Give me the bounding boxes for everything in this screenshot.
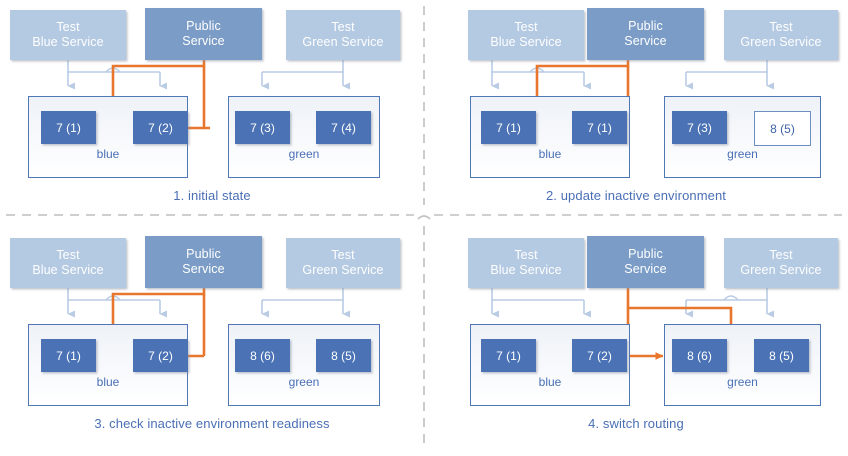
environment-blue-label: blue	[538, 147, 562, 161]
service-test-blue-line2: Blue Service	[32, 263, 104, 277]
instance-green-2[interactable]: 7 (4)	[316, 111, 371, 144]
service-public[interactable]: Public Service	[145, 236, 262, 288]
service-test-green[interactable]: Test Green Service	[724, 10, 838, 60]
instance-green-1[interactable]: 7 (3)	[235, 111, 290, 144]
service-test-blue[interactable]: Test Blue Service	[10, 10, 126, 60]
service-test-green-line2: Green Service	[740, 35, 822, 49]
service-test-blue-line1: Test	[514, 248, 538, 262]
service-public-line1: Public	[628, 247, 663, 261]
service-test-blue[interactable]: Test Blue Service	[468, 238, 584, 288]
service-public-line1: Public	[186, 19, 221, 33]
panel-1: Test Blue Service Public Service Test Gr…	[0, 0, 424, 228]
instance-green-1[interactable]: 8 (6)	[235, 339, 290, 372]
service-test-green-line1: Test	[769, 248, 793, 262]
instance-green-1[interactable]: 8 (6)	[672, 339, 727, 372]
service-test-blue-line2: Blue Service	[490, 35, 562, 49]
instance-blue-2[interactable]: 7 (1)	[572, 111, 627, 144]
environment-blue-label: blue	[538, 375, 562, 389]
environment-green-label: green	[727, 375, 758, 389]
service-test-blue-line1: Test	[56, 20, 80, 34]
panel-4: Test Blue Service Public Service Test Gr…	[424, 228, 848, 456]
service-test-green-line2: Green Service	[302, 35, 384, 49]
environment-green-label: green	[288, 375, 320, 389]
instance-blue-2[interactable]: 7 (2)	[133, 111, 188, 144]
service-test-blue-line2: Blue Service	[490, 263, 562, 277]
service-public[interactable]: Public Service	[587, 8, 704, 60]
service-test-blue[interactable]: Test Blue Service	[468, 10, 584, 60]
instance-blue-1[interactable]: 7 (1)	[41, 339, 96, 372]
instance-green-2[interactable]: 8 (5)	[754, 339, 809, 372]
service-public-line2: Service	[624, 262, 667, 276]
panel-2-caption: 2. update inactive environment	[545, 188, 727, 203]
instance-blue-1[interactable]: 7 (1)	[41, 111, 96, 144]
panel-3-caption: 3. check inactive environment readiness	[94, 416, 330, 431]
instance-blue-2[interactable]: 7 (2)	[133, 339, 188, 372]
service-test-green[interactable]: Test Green Service	[286, 238, 400, 288]
panel-1-caption: 1. initial state	[173, 188, 251, 203]
instance-green-1[interactable]: 7 (3)	[672, 111, 727, 144]
environment-blue-label: blue	[96, 147, 120, 161]
service-test-green-line1: Test	[331, 20, 355, 34]
instance-blue-1[interactable]: 7 (1)	[481, 339, 536, 372]
instance-blue-1[interactable]: 7 (1)	[481, 111, 536, 144]
instance-green-2[interactable]: 8 (5)	[316, 339, 371, 372]
service-test-blue[interactable]: Test Blue Service	[10, 238, 126, 288]
service-public-line2: Service	[182, 34, 225, 48]
service-test-blue-line1: Test	[56, 248, 80, 262]
service-test-green-line2: Green Service	[302, 263, 384, 277]
instance-blue-2[interactable]: 7 (2)	[572, 339, 627, 372]
service-public-line2: Service	[182, 262, 225, 276]
service-test-green[interactable]: Test Green Service	[724, 238, 838, 288]
service-public[interactable]: Public Service	[145, 8, 262, 60]
service-test-blue-line2: Blue Service	[32, 35, 104, 49]
panel-3: Test Blue Service Public Service Test Gr…	[0, 228, 424, 456]
service-test-blue-line1: Test	[514, 20, 538, 34]
environment-green-label: green	[288, 147, 320, 161]
service-test-green[interactable]: Test Green Service	[286, 10, 400, 60]
environment-green-label: green	[727, 147, 758, 161]
instance-green-2[interactable]: 8 (5)	[754, 111, 811, 146]
environment-blue-label: blue	[96, 375, 120, 389]
panel-4-caption: 4. switch routing	[588, 416, 684, 431]
service-public-line2: Service	[624, 34, 667, 48]
service-test-green-line1: Test	[769, 20, 793, 34]
service-public[interactable]: Public Service	[587, 236, 704, 288]
service-test-green-line1: Test	[331, 248, 355, 262]
service-test-green-line2: Green Service	[740, 263, 822, 277]
panel-2: Test Blue Service Public Service Test Gr…	[424, 0, 848, 228]
service-public-line1: Public	[186, 247, 221, 261]
service-public-line1: Public	[628, 19, 663, 33]
